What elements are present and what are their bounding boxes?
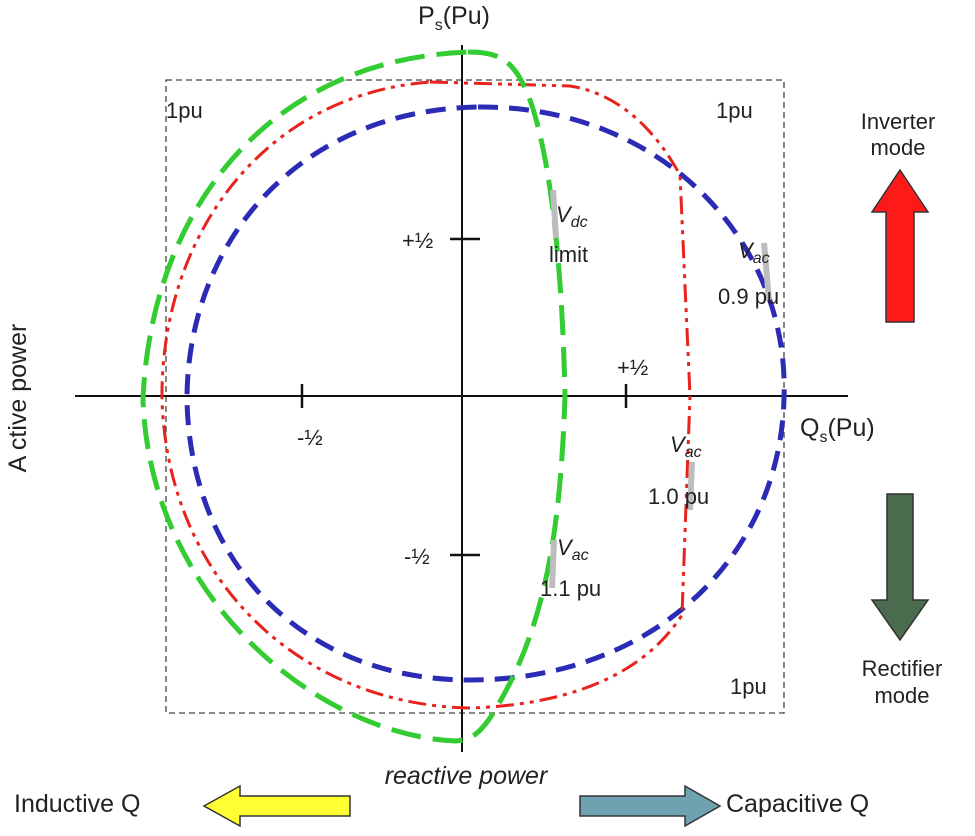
box-label-bottom-right: 1pu <box>730 674 767 699</box>
inverter-up-arrow-icon <box>870 168 930 323</box>
x-tick-label-pos: +½ <box>617 355 648 380</box>
vac09-label-var: Vac <box>738 238 770 267</box>
vac11-label-connector <box>549 539 557 589</box>
vdc-limit-label-var: Vdc <box>556 202 588 231</box>
vac-1.0pu-curve <box>160 80 692 710</box>
vac10-label-var: Vac <box>670 432 702 461</box>
box-label-top-right: 1pu <box>716 98 753 123</box>
vac11-label-var: Vac <box>557 535 589 564</box>
x-tick-label-neg: -½ <box>297 425 323 450</box>
reactive-power-title: reactive power <box>385 762 549 790</box>
capacitive-right-arrow-icon <box>579 784 722 828</box>
vac09-label-connector <box>761 242 772 301</box>
inductive-q-label: Inductive Q <box>14 790 140 818</box>
vac11-label-text: 1.1 pu <box>540 576 601 601</box>
vac09-label-text: 0.9 pu <box>718 284 779 309</box>
rectifier-down-arrow-icon <box>870 493 930 642</box>
p-axis-label: Ps(Pu) <box>418 2 490 34</box>
inductive-left-arrow-icon <box>202 784 351 828</box>
y-tick-label-neg: -½ <box>404 544 430 569</box>
y-tick-label-pos: +½ <box>402 228 433 253</box>
vdc-limit-curve <box>140 49 568 744</box>
vdc-label-connector <box>550 189 559 239</box>
vac10-label-connector <box>687 461 695 511</box>
vdc-limit-label-text: limit <box>549 242 588 267</box>
capacitive-q-label: Capacitive Q <box>726 790 869 818</box>
vac-0.9pu-curve <box>184 104 787 683</box>
vac10-label-text: 1.0 pu <box>648 484 709 509</box>
active-power-title: A ctive power <box>4 324 32 473</box>
q-axis-label: Qs(Pu) <box>800 414 875 446</box>
box-label-top-left: 1pu <box>166 98 203 123</box>
